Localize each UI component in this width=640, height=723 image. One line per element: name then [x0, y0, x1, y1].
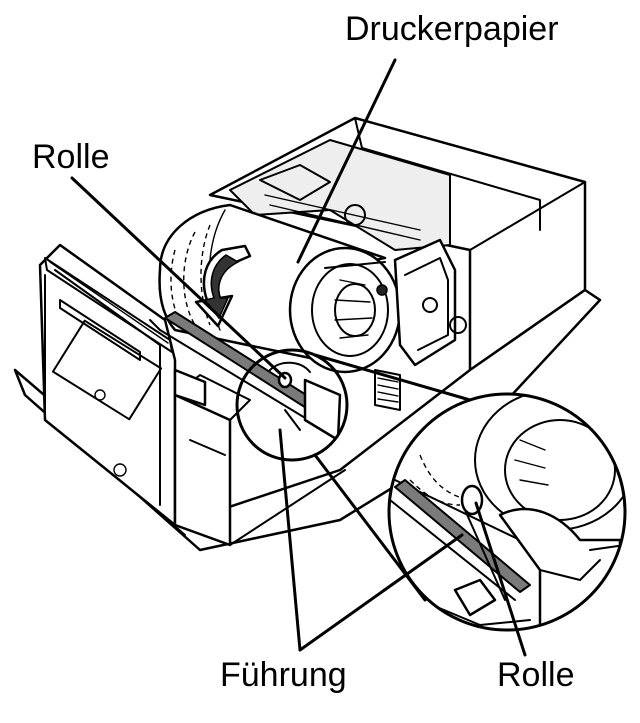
leader-guide-b — [298, 533, 464, 652]
small-magnifier — [235, 348, 349, 462]
label-roller-left: Rolle — [32, 138, 110, 176]
leader-paper — [296, 58, 397, 264]
label-printer-paper: Druckerpapier — [345, 10, 559, 48]
leader-lines — [70, 58, 527, 657]
label-guide: Führung — [220, 656, 347, 694]
side-bracket — [374, 238, 467, 411]
leader-roller-right — [474, 501, 527, 657]
zoom-detail — [387, 392, 627, 632]
paper-roll — [158, 203, 402, 374]
label-roller-right: Rolle — [497, 656, 575, 694]
leader-roller-left — [70, 176, 287, 380]
leader-guide-a — [278, 428, 302, 652]
